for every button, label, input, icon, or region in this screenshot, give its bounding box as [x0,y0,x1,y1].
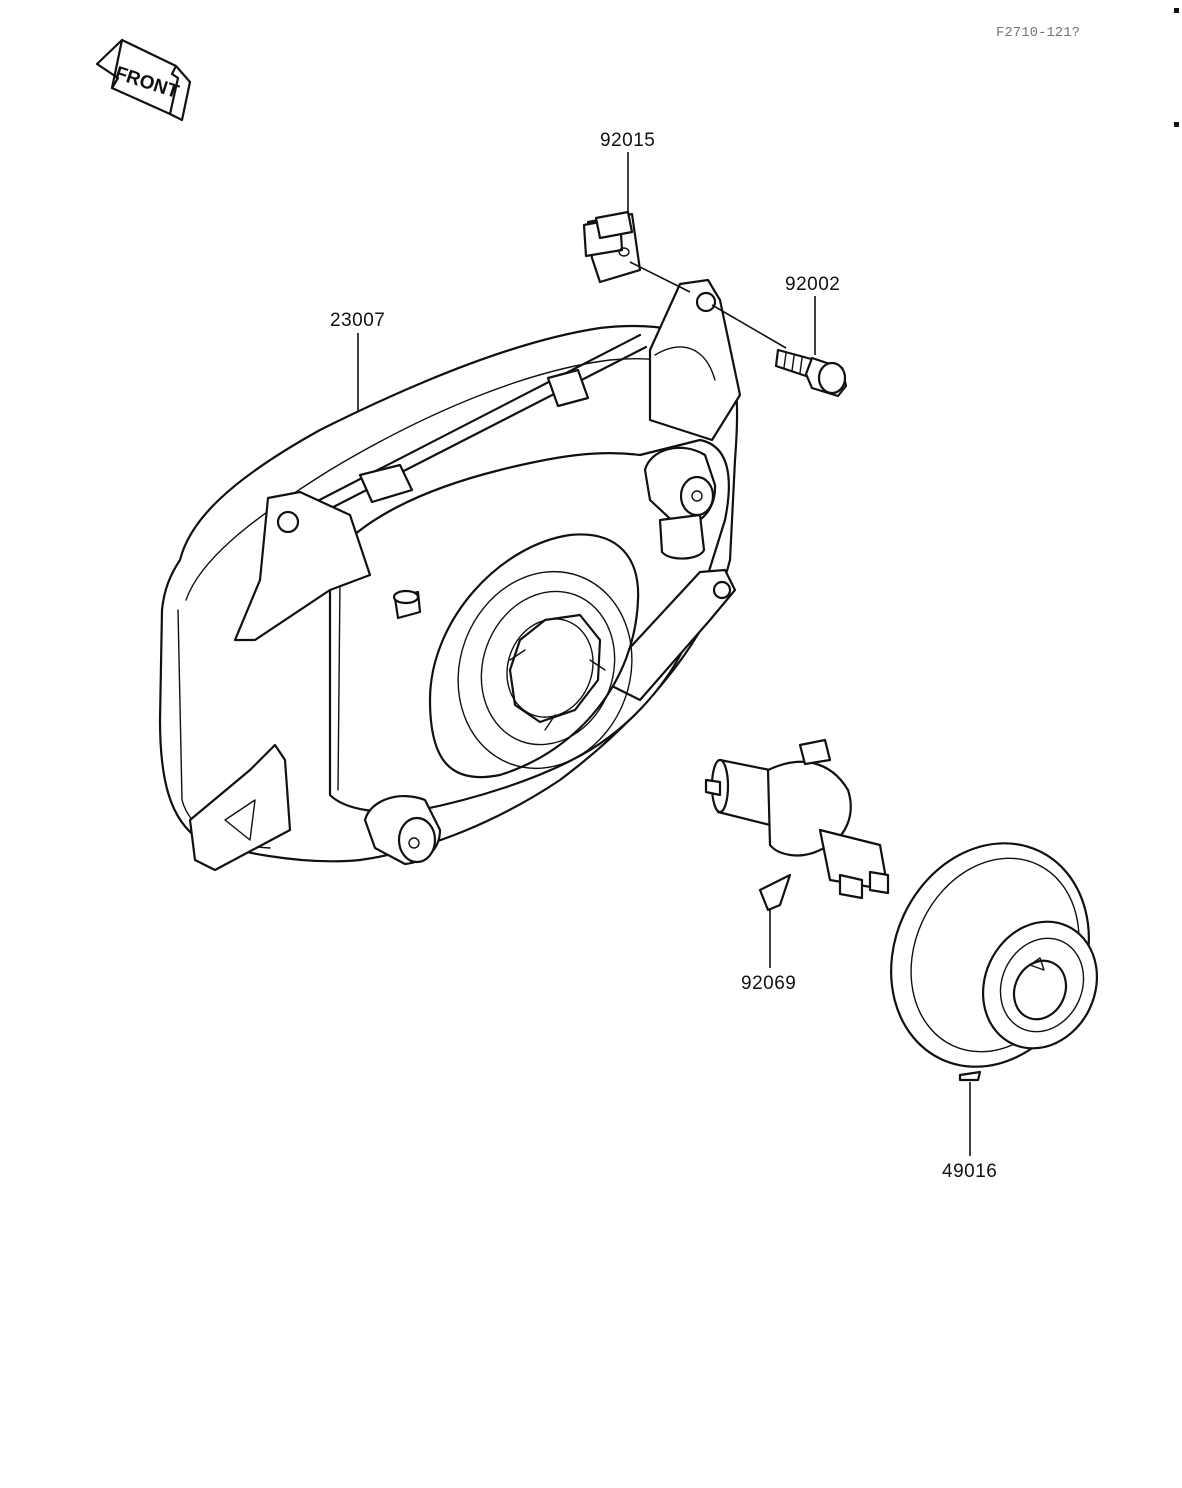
rubber-boot-cap [890,842,1099,1082]
corner-mark [1174,122,1179,127]
front-arrow-icon: FRONT [95,38,192,122]
clip-nut [582,210,642,284]
part-number-92015: 92015 [600,130,655,151]
corner-mark [1174,8,1179,13]
screw [774,348,848,398]
part-number-92002: 92002 [785,274,840,295]
part-number-49016: 49016 [942,1161,997,1182]
leader-lines [357,152,971,1156]
part-number-92069: 92069 [741,973,796,994]
bulb [704,738,890,912]
part-number-23007: 23007 [330,310,385,331]
reference-code: F2710-121? [996,25,1080,41]
headlight-housing [158,278,742,872]
